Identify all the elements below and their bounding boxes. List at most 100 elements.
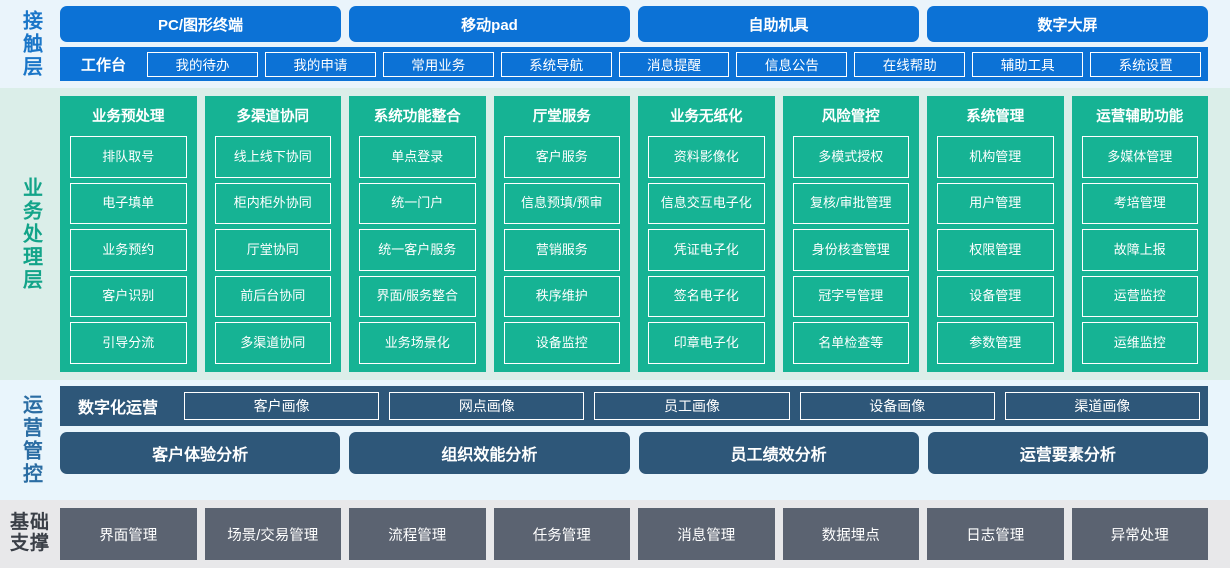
workbench-item[interactable]: 我的申请 — [264, 51, 376, 77]
business-item[interactable]: 统一客户服务 — [359, 229, 476, 271]
business-column: 厅堂服务客户服务信息预填/预审营销服务秩序维护设备监控 — [493, 96, 630, 372]
business-item[interactable]: 信息交互电子化 — [648, 182, 765, 225]
analysis-button[interactable]: 组织效能分析 — [349, 432, 630, 474]
foundation-item[interactable]: 数据埋点 — [782, 508, 919, 560]
business-column-title: 厅堂服务 — [532, 109, 591, 125]
portrait-item[interactable]: 客户画像 — [184, 392, 380, 420]
workbench-item[interactable]: 在线帮助 — [854, 51, 966, 77]
business-item[interactable]: 多媒体管理 — [1081, 136, 1198, 178]
business-item[interactable]: 业务预约 — [70, 229, 187, 271]
business-item[interactable]: 故障上报 — [1081, 229, 1198, 271]
business-item[interactable]: 签名电子化 — [648, 275, 765, 318]
business-item[interactable]: 资料影像化 — [648, 136, 765, 178]
business-item[interactable]: 凭证电子化 — [648, 229, 765, 271]
business-item[interactable]: 客户服务 — [503, 136, 620, 178]
business-item[interactable]: 柜内柜外协同 — [214, 182, 331, 225]
business-item[interactable]: 电子填单 — [70, 182, 187, 225]
business-item[interactable]: 业务场景化 — [359, 322, 476, 364]
portrait-item[interactable]: 员工画像 — [594, 392, 790, 420]
business-item[interactable]: 名单检查等 — [792, 322, 909, 364]
foundation-item[interactable]: 流程管理 — [349, 508, 486, 560]
foundation-item[interactable]: 界面管理 — [60, 508, 197, 560]
workbench-item[interactable]: 常用业务 — [382, 51, 494, 77]
business-item[interactable]: 多渠道协同 — [214, 322, 331, 364]
business-item[interactable]: 考培管理 — [1081, 182, 1198, 225]
foundation-item[interactable]: 场景/交易管理 — [204, 508, 341, 560]
business-item[interactable]: 权限管理 — [937, 229, 1054, 271]
business-column: 业务预处理排队取号电子填单业务预约客户识别引导分流 — [60, 96, 197, 372]
analysis-button[interactable]: 员工绩效分析 — [638, 432, 919, 474]
business-item[interactable]: 前后台协同 — [214, 275, 331, 318]
business-item[interactable]: 信息预填/预审 — [503, 182, 620, 225]
workbench-item[interactable]: 系统导航 — [500, 51, 612, 77]
foundation-label-line2: 支撑 — [9, 533, 50, 554]
business-item[interactable]: 营销服务 — [503, 229, 620, 271]
business-column-title: 多渠道协同 — [236, 109, 310, 125]
channel-button[interactable]: PC/图形终端 — [60, 6, 341, 42]
business-item[interactable]: 厅堂协同 — [214, 229, 331, 271]
foundation-label-line1: 基础 — [9, 512, 50, 534]
business-item[interactable]: 运营监控 — [1081, 275, 1198, 318]
business-item[interactable]: 冠字号管理 — [792, 275, 909, 318]
business-item[interactable]: 身份核查管理 — [792, 229, 909, 271]
business-item[interactable]: 引导分流 — [70, 322, 187, 364]
workbench-item[interactable]: 消息提醒 — [618, 51, 730, 77]
business-item[interactable]: 机构管理 — [937, 136, 1054, 178]
business-column: 多渠道协同线上线下协同柜内柜外协同厅堂协同前后台协同多渠道协同 — [204, 96, 341, 372]
digital-operations-row: 数字化运营 客户画像网点画像员工画像设备画像渠道画像 — [60, 386, 1208, 426]
business-item[interactable]: 复核/审批管理 — [792, 182, 909, 225]
channel-button[interactable]: 移动pad — [349, 6, 630, 42]
foundation-row: 界面管理场景/交易管理流程管理任务管理消息管理数据埋点日志管理异常处理 — [60, 508, 1208, 560]
business-column-title: 运营辅助功能 — [1096, 109, 1184, 125]
business-item[interactable]: 多模式授权 — [792, 136, 909, 178]
business-column-title: 业务无纸化 — [670, 109, 743, 125]
foundation-item[interactable]: 消息管理 — [638, 508, 775, 560]
digital-operations-title: 数字化运营 — [78, 400, 159, 417]
business-item[interactable]: 印章电子化 — [648, 322, 765, 364]
business-item[interactable]: 客户识别 — [70, 275, 187, 318]
business-column-title: 系统管理 — [966, 109, 1025, 125]
business-item[interactable]: 用户管理 — [937, 182, 1054, 225]
foundation-layer: 基础 支撑 界面管理场景/交易管理流程管理任务管理消息管理数据埋点日志管理异常处… — [0, 500, 1230, 568]
foundation-layer-body: 界面管理场景/交易管理流程管理任务管理消息管理数据埋点日志管理异常处理 — [60, 500, 1230, 568]
foundation-item[interactable]: 任务管理 — [493, 508, 630, 560]
business-column: 风险管控多模式授权复核/审批管理身份核查管理冠字号管理名单检查等 — [782, 96, 919, 372]
business-item[interactable]: 运维监控 — [1081, 322, 1198, 364]
business-item[interactable]: 参数管理 — [937, 322, 1054, 364]
business-item[interactable]: 界面/服务整合 — [359, 275, 476, 318]
portrait-item[interactable]: 渠道画像 — [1004, 392, 1201, 420]
business-item[interactable]: 排队取号 — [70, 136, 187, 178]
business-item[interactable]: 秩序维护 — [503, 275, 620, 318]
business-item[interactable]: 单点登录 — [359, 136, 476, 178]
business-item[interactable]: 设备管理 — [937, 275, 1054, 318]
operations-layer-label: 运营管控 — [19, 394, 42, 486]
analysis-button[interactable]: 客户体验分析 — [60, 432, 341, 474]
portrait-item[interactable]: 网点画像 — [389, 392, 585, 420]
business-column: 运营辅助功能多媒体管理考培管理故障上报运营监控运维监控 — [1071, 96, 1208, 372]
business-column-title: 风险管控 — [821, 109, 880, 125]
analysis-button[interactable]: 运营要素分析 — [927, 432, 1208, 474]
channel-button[interactable]: 数字大屏 — [927, 6, 1208, 42]
foundation-layer-label-wrap: 基础 支撑 — [0, 500, 60, 568]
workbench-item[interactable]: 辅助工具 — [972, 51, 1084, 77]
business-item[interactable]: 统一门户 — [359, 182, 476, 225]
business-column: 系统功能整合单点登录统一门户统一客户服务界面/服务整合业务场景化 — [349, 96, 486, 372]
business-item[interactable]: 设备监控 — [503, 322, 620, 364]
business-layer-label-wrap: 业务处理层 — [0, 88, 60, 380]
operations-layer-label-wrap: 运营管控 — [0, 380, 60, 500]
channel-button[interactable]: 自助机具 — [638, 6, 919, 42]
foundation-item[interactable]: 日志管理 — [927, 508, 1064, 560]
business-item[interactable]: 线上线下协同 — [214, 136, 331, 178]
workbench-item[interactable]: 我的待办 — [147, 51, 258, 77]
workbench-item[interactable]: 信息公告 — [736, 51, 848, 77]
portrait-item[interactable]: 设备画像 — [799, 392, 995, 420]
workbench-title: 工作台 — [81, 56, 127, 74]
operations-layer-body: 数字化运营 客户画像网点画像员工画像设备画像渠道画像 客户体验分析组织效能分析员… — [60, 380, 1230, 500]
workbench-item[interactable]: 系统设置 — [1090, 51, 1202, 77]
foundation-item[interactable]: 异常处理 — [1071, 508, 1208, 560]
business-layer-label: 业务处理层 — [19, 176, 42, 292]
